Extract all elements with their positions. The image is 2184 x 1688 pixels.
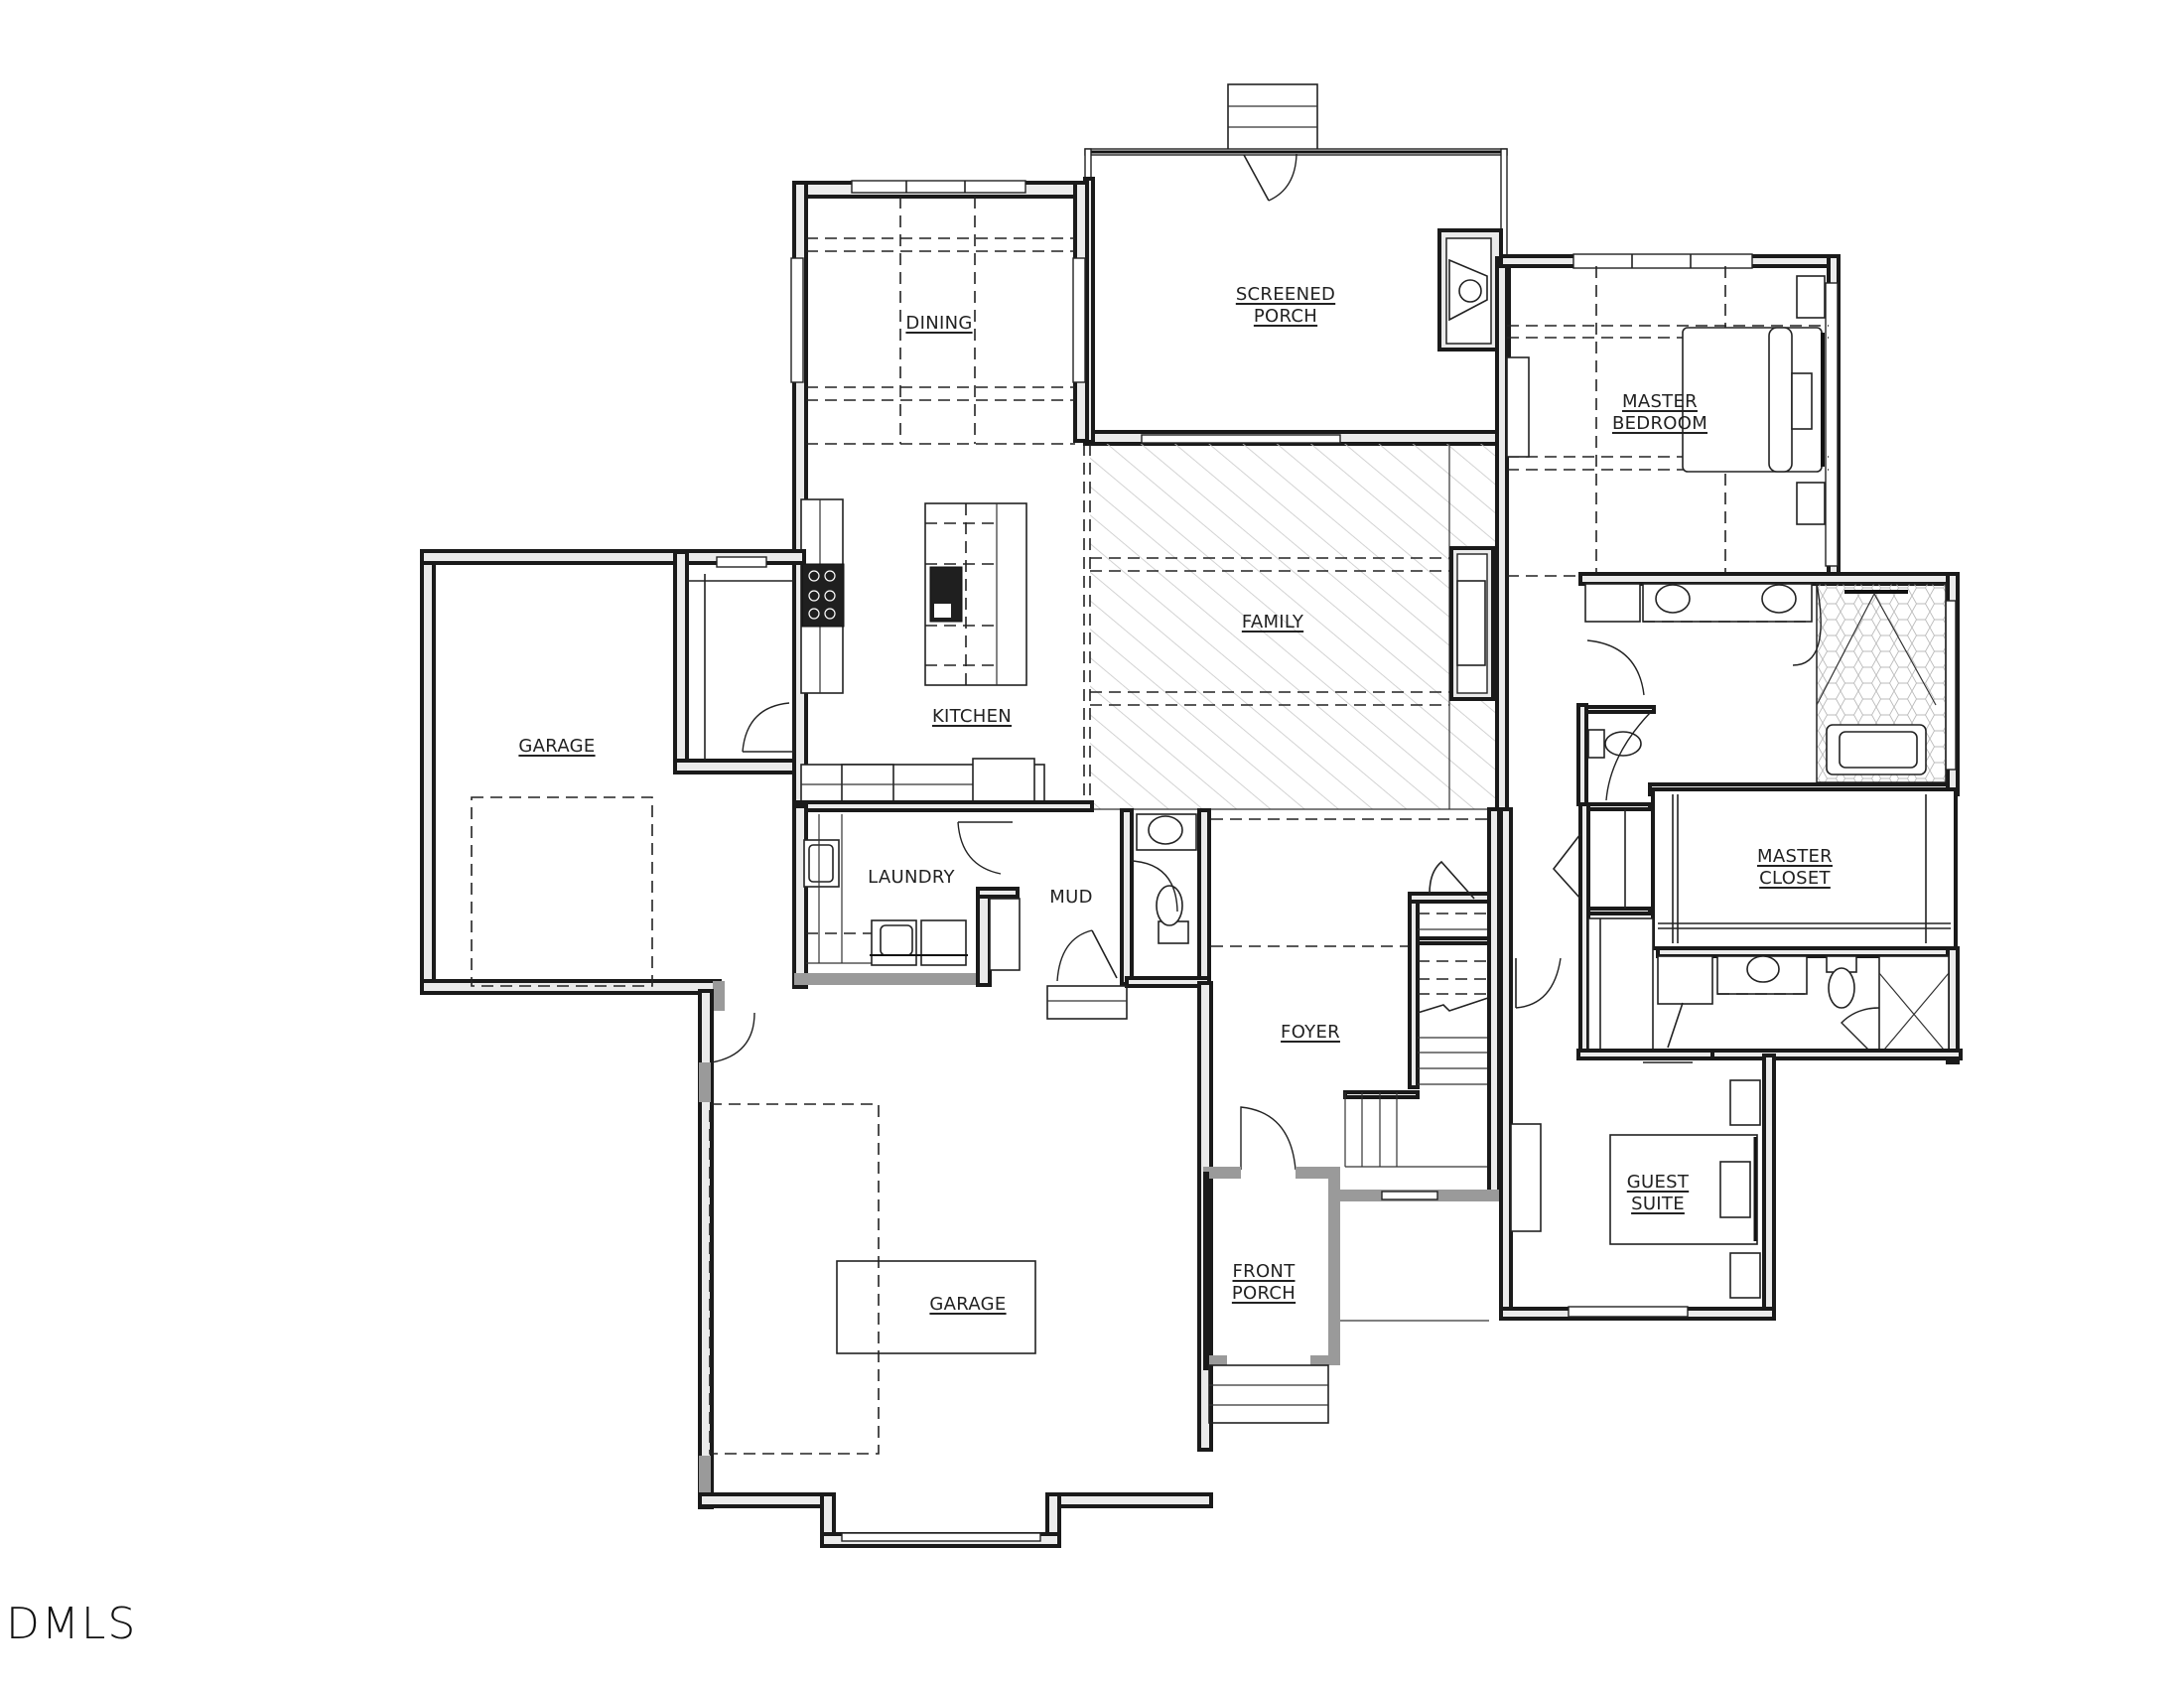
foyer xyxy=(1211,807,1501,1201)
room-label-family: FAMILY xyxy=(1242,612,1303,633)
kitchen xyxy=(742,498,1094,812)
master-bedroom xyxy=(1499,253,1841,584)
room-label-guest-suite: GUEST SUITE xyxy=(1627,1172,1689,1215)
garage-front xyxy=(698,981,1213,1548)
dining-room xyxy=(790,180,1089,989)
room-label-laundry: LAUNDRY xyxy=(868,867,955,889)
label-line: GARAGE xyxy=(518,736,596,757)
label-line: LAUNDRY xyxy=(868,867,955,888)
mud-room xyxy=(976,808,1211,1020)
room-label-screened-porch: SCREENED PORCH xyxy=(1236,284,1335,328)
label-line: PORCH xyxy=(1231,1283,1297,1304)
room-label-mud: MUD xyxy=(1049,887,1092,909)
master-closet xyxy=(1651,787,1958,950)
label-line: CLOSET xyxy=(1759,868,1831,889)
label-line: DINING xyxy=(905,313,973,334)
room-label-dining: DINING xyxy=(905,313,972,335)
room-label-front-porch: FRONT PORCH xyxy=(1232,1261,1296,1305)
room-label-foyer: FOYER xyxy=(1281,1022,1340,1044)
room-label-garage-side: GARAGE xyxy=(518,736,595,758)
room-label-master-closet: MASTER CLOSET xyxy=(1757,846,1833,890)
label-line: MASTER xyxy=(1622,391,1698,412)
room-label-kitchen: KITCHEN xyxy=(932,706,1012,728)
guest-suite xyxy=(1499,957,1776,1321)
mls-watermark: DMLS xyxy=(6,1599,138,1649)
family-room xyxy=(1083,256,1509,811)
label-line: MUD xyxy=(1049,887,1093,908)
screened-porch xyxy=(1083,83,1524,446)
label-line: SUITE xyxy=(1631,1194,1685,1214)
front-porch xyxy=(1203,1167,1489,1424)
garage-side xyxy=(420,549,806,1011)
label-line: SCREENED xyxy=(1235,284,1336,305)
label-line: FOYER xyxy=(1281,1022,1340,1043)
label-line: FRONT xyxy=(1232,1261,1296,1282)
room-label-master-bedroom: MASTER BEDROOM xyxy=(1612,391,1707,435)
label-line: MASTER xyxy=(1757,846,1833,867)
label-line: KITCHEN xyxy=(931,706,1013,727)
label-line: FAMILY xyxy=(1241,612,1304,633)
label-line: PORCH xyxy=(1253,306,1318,327)
label-line: GARAGE xyxy=(929,1294,1007,1315)
room-label-garage-front: GARAGE xyxy=(929,1294,1006,1316)
label-line: BEDROOM xyxy=(1611,413,1708,434)
laundry-room xyxy=(792,804,1013,985)
label-line: GUEST xyxy=(1626,1172,1690,1193)
